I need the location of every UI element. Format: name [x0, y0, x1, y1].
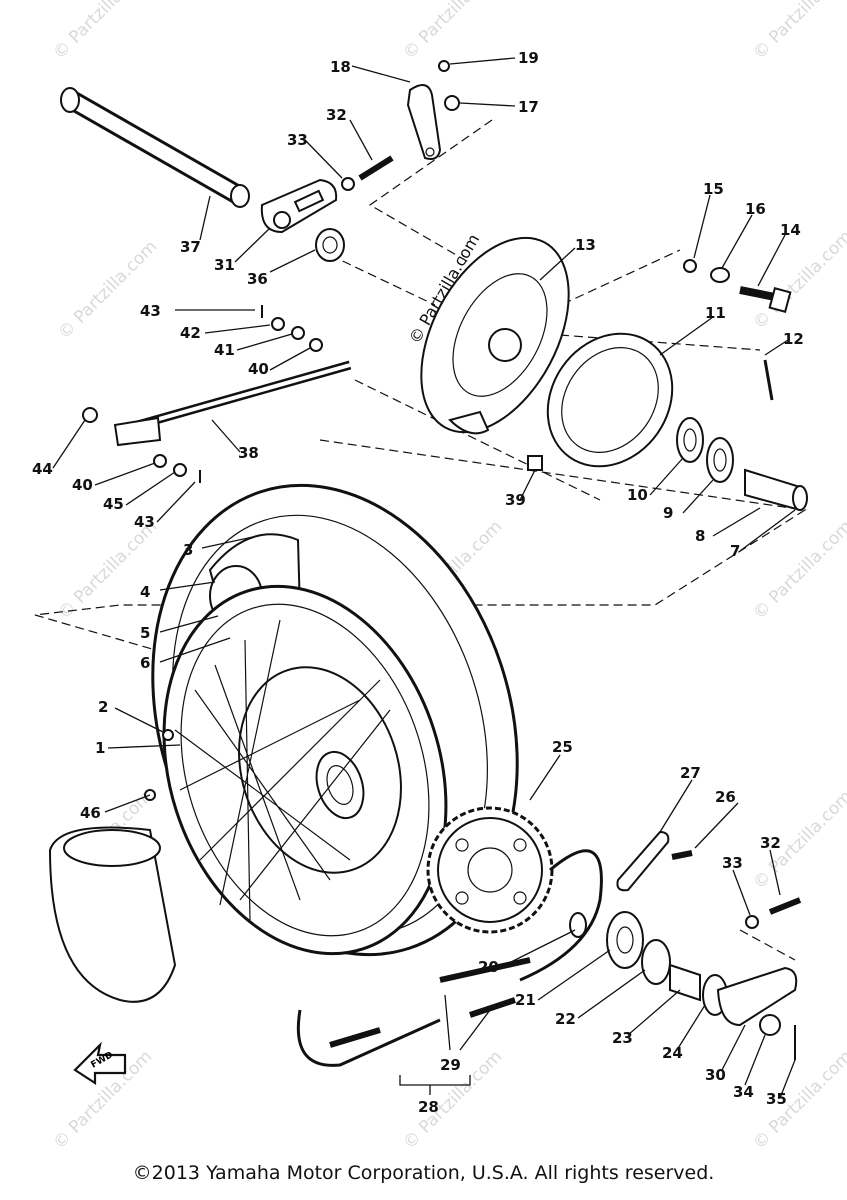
brake-tension-bar	[82, 305, 352, 483]
part-label-12: 12	[783, 330, 804, 348]
part-label-35: 35	[766, 1090, 787, 1108]
drive-chain	[296, 849, 603, 1067]
part-label-41: 41	[214, 341, 235, 359]
part-label-29: 29	[440, 1056, 461, 1074]
chain-puller	[616, 830, 693, 892]
watermark: © Partzilla.com	[49, 0, 156, 64]
part-label-38: 38	[238, 444, 259, 462]
part-labels: 18 19 17 32 33 37 31 36 13 15 16 14 11 1…	[32, 49, 804, 1116]
lever-bolt	[438, 60, 460, 111]
part-label-21: 21	[515, 991, 536, 1009]
part-label-26: 26	[715, 788, 736, 806]
tension-bar-bolt	[527, 455, 543, 471]
part-label-19: 19	[518, 49, 539, 67]
part-label-23: 23	[612, 1029, 633, 1047]
part-label-25: 25	[552, 738, 573, 756]
part-label-46: 46	[80, 804, 101, 822]
hub-bearings	[676, 417, 808, 512]
copyright-notice: ©2013 Yamaha Motor Corporation, U.S.A. A…	[132, 1162, 715, 1184]
leader-lines	[52, 57, 796, 1099]
watermark: © Partzilla.com	[749, 1047, 847, 1154]
part-label-16: 16	[745, 200, 766, 218]
part-label-33: 33	[722, 854, 743, 872]
part-label-20: 20	[478, 958, 499, 976]
part-label-7: 7	[730, 542, 740, 560]
watermark: © Partzilla.com	[749, 227, 847, 334]
part-label-14: 14	[780, 221, 801, 239]
part-label-3: 3	[183, 541, 193, 559]
part-label-11: 11	[705, 304, 726, 322]
part-label-10: 10	[627, 486, 648, 504]
part-label-44: 44	[32, 460, 53, 478]
chain-adjuster-left	[260, 178, 338, 234]
part-label-1: 1	[95, 739, 105, 757]
brake-shoe-plate	[420, 236, 570, 435]
part-label-18: 18	[330, 58, 351, 76]
part-label-27: 27	[680, 764, 701, 782]
adjuster-bolt-upper	[341, 155, 394, 191]
watermark: © Partzilla.com	[54, 237, 161, 344]
cam-lever	[406, 84, 442, 160]
part-label-8: 8	[695, 527, 705, 545]
part-label-22: 22	[555, 1010, 576, 1028]
axle-shaft	[60, 87, 250, 208]
camshaft	[683, 259, 792, 313]
part-label-17: 17	[518, 98, 539, 116]
watermark: © Partzilla.com	[399, 0, 506, 64]
wheel-collar	[315, 228, 345, 262]
part-label-43: 43	[134, 513, 155, 531]
part-label-24: 24	[662, 1044, 683, 1062]
part-label-37: 37	[180, 238, 201, 256]
part-label-39: 39	[505, 491, 526, 509]
part-label-32: 32	[326, 106, 347, 124]
part-label-15: 15	[703, 180, 724, 198]
part-label-32: 32	[760, 834, 781, 852]
part-label-45: 45	[103, 495, 124, 513]
part-label-31: 31	[214, 256, 235, 274]
part-label-43: 43	[140, 302, 161, 320]
rear-sprocket	[426, 806, 554, 934]
part-label-36: 36	[247, 270, 268, 288]
part-label-6: 6	[140, 654, 150, 672]
brake-shoe-kit	[546, 332, 774, 468]
part-label-30: 30	[705, 1066, 726, 1084]
forward-direction-arrow: FWD	[73, 1041, 127, 1086]
part-label-40: 40	[248, 360, 269, 378]
part-label-34: 34	[733, 1083, 754, 1101]
part-label-28: 28	[418, 1098, 439, 1116]
part-label-33: 33	[287, 131, 308, 149]
part-label-4: 4	[140, 583, 150, 601]
part-label-9: 9	[663, 504, 673, 522]
part-label-40: 40	[72, 476, 93, 494]
wheel-assembly	[144, 584, 448, 956]
part-label-42: 42	[180, 324, 201, 342]
part-label-13: 13	[575, 236, 596, 254]
sprocket-hub-parts	[569, 897, 802, 1060]
part-label-5: 5	[140, 624, 150, 642]
watermark: © Partzilla.com	[54, 517, 161, 624]
watermark: © Partzilla.com	[749, 0, 847, 64]
part-label-2: 2	[98, 698, 108, 716]
